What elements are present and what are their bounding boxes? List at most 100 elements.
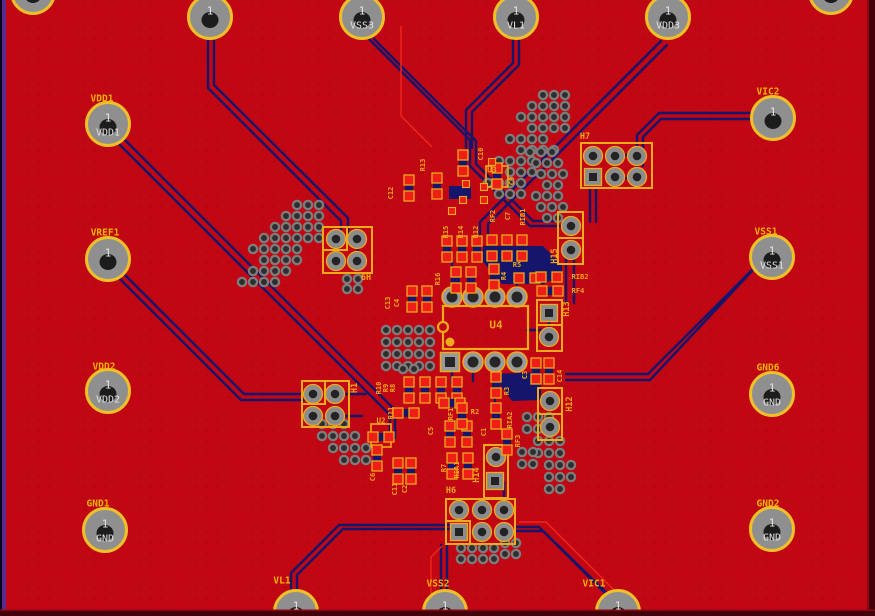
test-pad[interactable] bbox=[809, 0, 853, 15]
via[interactable] bbox=[559, 89, 571, 101]
component-pad[interactable] bbox=[438, 397, 450, 409]
via[interactable] bbox=[515, 144, 527, 156]
via[interactable] bbox=[313, 221, 325, 233]
component-pad[interactable] bbox=[392, 457, 404, 469]
signal-trace-2[interactable] bbox=[212, 38, 350, 240]
via[interactable] bbox=[402, 336, 414, 348]
copper-pour-3[interactable] bbox=[449, 186, 471, 199]
top-layer-trace-2[interactable] bbox=[430, 545, 443, 600]
component-C5[interactable] bbox=[444, 420, 456, 448]
via[interactable] bbox=[543, 447, 555, 459]
component-X1[interactable] bbox=[431, 172, 443, 200]
via[interactable] bbox=[527, 458, 539, 470]
top-layer-trace-1[interactable] bbox=[400, 26, 433, 148]
component-RIA1[interactable] bbox=[462, 452, 474, 480]
component-pad[interactable] bbox=[421, 301, 433, 313]
via[interactable] bbox=[524, 146, 536, 158]
component-pad[interactable] bbox=[383, 431, 395, 443]
component-pad[interactable] bbox=[543, 373, 555, 385]
via[interactable] bbox=[280, 254, 292, 266]
via[interactable] bbox=[515, 188, 527, 200]
via[interactable] bbox=[526, 133, 538, 145]
via[interactable] bbox=[521, 411, 533, 423]
via[interactable] bbox=[349, 454, 361, 466]
component-pad[interactable] bbox=[491, 162, 503, 174]
via[interactable] bbox=[537, 122, 549, 134]
component-pad[interactable] bbox=[552, 285, 564, 297]
via[interactable] bbox=[504, 166, 516, 178]
component-pad[interactable] bbox=[465, 266, 477, 278]
via[interactable] bbox=[541, 190, 553, 202]
via[interactable] bbox=[546, 168, 558, 180]
via[interactable] bbox=[541, 179, 553, 191]
component-pad[interactable] bbox=[367, 431, 379, 443]
via[interactable] bbox=[504, 133, 516, 145]
component-RIA2[interactable] bbox=[490, 402, 502, 430]
via[interactable] bbox=[269, 243, 281, 255]
via[interactable] bbox=[397, 363, 409, 375]
via[interactable] bbox=[280, 210, 292, 222]
via[interactable] bbox=[316, 430, 328, 442]
via[interactable] bbox=[548, 122, 560, 134]
signal-trace-9[interactable] bbox=[464, 38, 515, 150]
via[interactable] bbox=[526, 166, 538, 178]
via[interactable] bbox=[338, 442, 350, 454]
via[interactable] bbox=[391, 348, 403, 360]
component-pad[interactable] bbox=[457, 165, 469, 177]
signal-trace-7[interactable] bbox=[366, 36, 562, 228]
via[interactable] bbox=[515, 155, 527, 167]
via[interactable] bbox=[236, 276, 248, 288]
via[interactable] bbox=[552, 157, 564, 169]
via[interactable] bbox=[391, 336, 403, 348]
component-pad[interactable] bbox=[403, 190, 415, 202]
signal-trace-17[interactable] bbox=[289, 523, 452, 601]
component-C13[interactable] bbox=[406, 285, 418, 313]
component-pad[interactable] bbox=[441, 251, 453, 263]
via[interactable] bbox=[291, 254, 303, 266]
component-pad[interactable] bbox=[403, 174, 415, 186]
via[interactable] bbox=[537, 89, 549, 101]
via[interactable] bbox=[493, 188, 505, 200]
component-R9[interactable] bbox=[419, 376, 431, 404]
signal-trace-11[interactable] bbox=[478, 39, 663, 239]
via[interactable] bbox=[552, 179, 564, 191]
test-point-CORNER-TL[interactable] bbox=[11, 0, 55, 15]
component-R14[interactable] bbox=[456, 235, 468, 263]
component-pad[interactable] bbox=[371, 460, 383, 472]
component-pad[interactable] bbox=[419, 376, 431, 388]
component-C3[interactable] bbox=[530, 357, 542, 385]
via[interactable] bbox=[530, 157, 542, 169]
via[interactable] bbox=[554, 483, 566, 495]
via[interactable] bbox=[455, 553, 467, 565]
via[interactable] bbox=[455, 542, 467, 554]
signal-trace-6[interactable] bbox=[110, 269, 306, 402]
component-pad[interactable] bbox=[451, 376, 463, 388]
header-H13[interactable] bbox=[536, 299, 563, 352]
via[interactable] bbox=[313, 199, 325, 211]
via[interactable] bbox=[269, 221, 281, 233]
via[interactable] bbox=[413, 336, 425, 348]
component-pad[interactable] bbox=[471, 235, 483, 247]
via[interactable] bbox=[546, 146, 558, 158]
via[interactable] bbox=[402, 348, 414, 360]
via[interactable] bbox=[380, 336, 392, 348]
via[interactable] bbox=[380, 348, 392, 360]
via[interactable] bbox=[515, 166, 527, 178]
via[interactable] bbox=[541, 212, 553, 224]
via[interactable] bbox=[327, 430, 339, 442]
via[interactable] bbox=[380, 360, 392, 372]
component-pad[interactable] bbox=[435, 376, 447, 388]
component-U2P[interactable] bbox=[367, 431, 395, 443]
component-RF2[interactable] bbox=[486, 234, 498, 262]
via[interactable] bbox=[313, 210, 325, 222]
via[interactable] bbox=[424, 360, 436, 372]
via[interactable] bbox=[341, 273, 353, 285]
signal-trace-16[interactable] bbox=[564, 269, 754, 382]
component-pad-small[interactable] bbox=[458, 195, 468, 205]
via[interactable] bbox=[291, 243, 303, 255]
header-H14[interactable] bbox=[483, 444, 509, 499]
